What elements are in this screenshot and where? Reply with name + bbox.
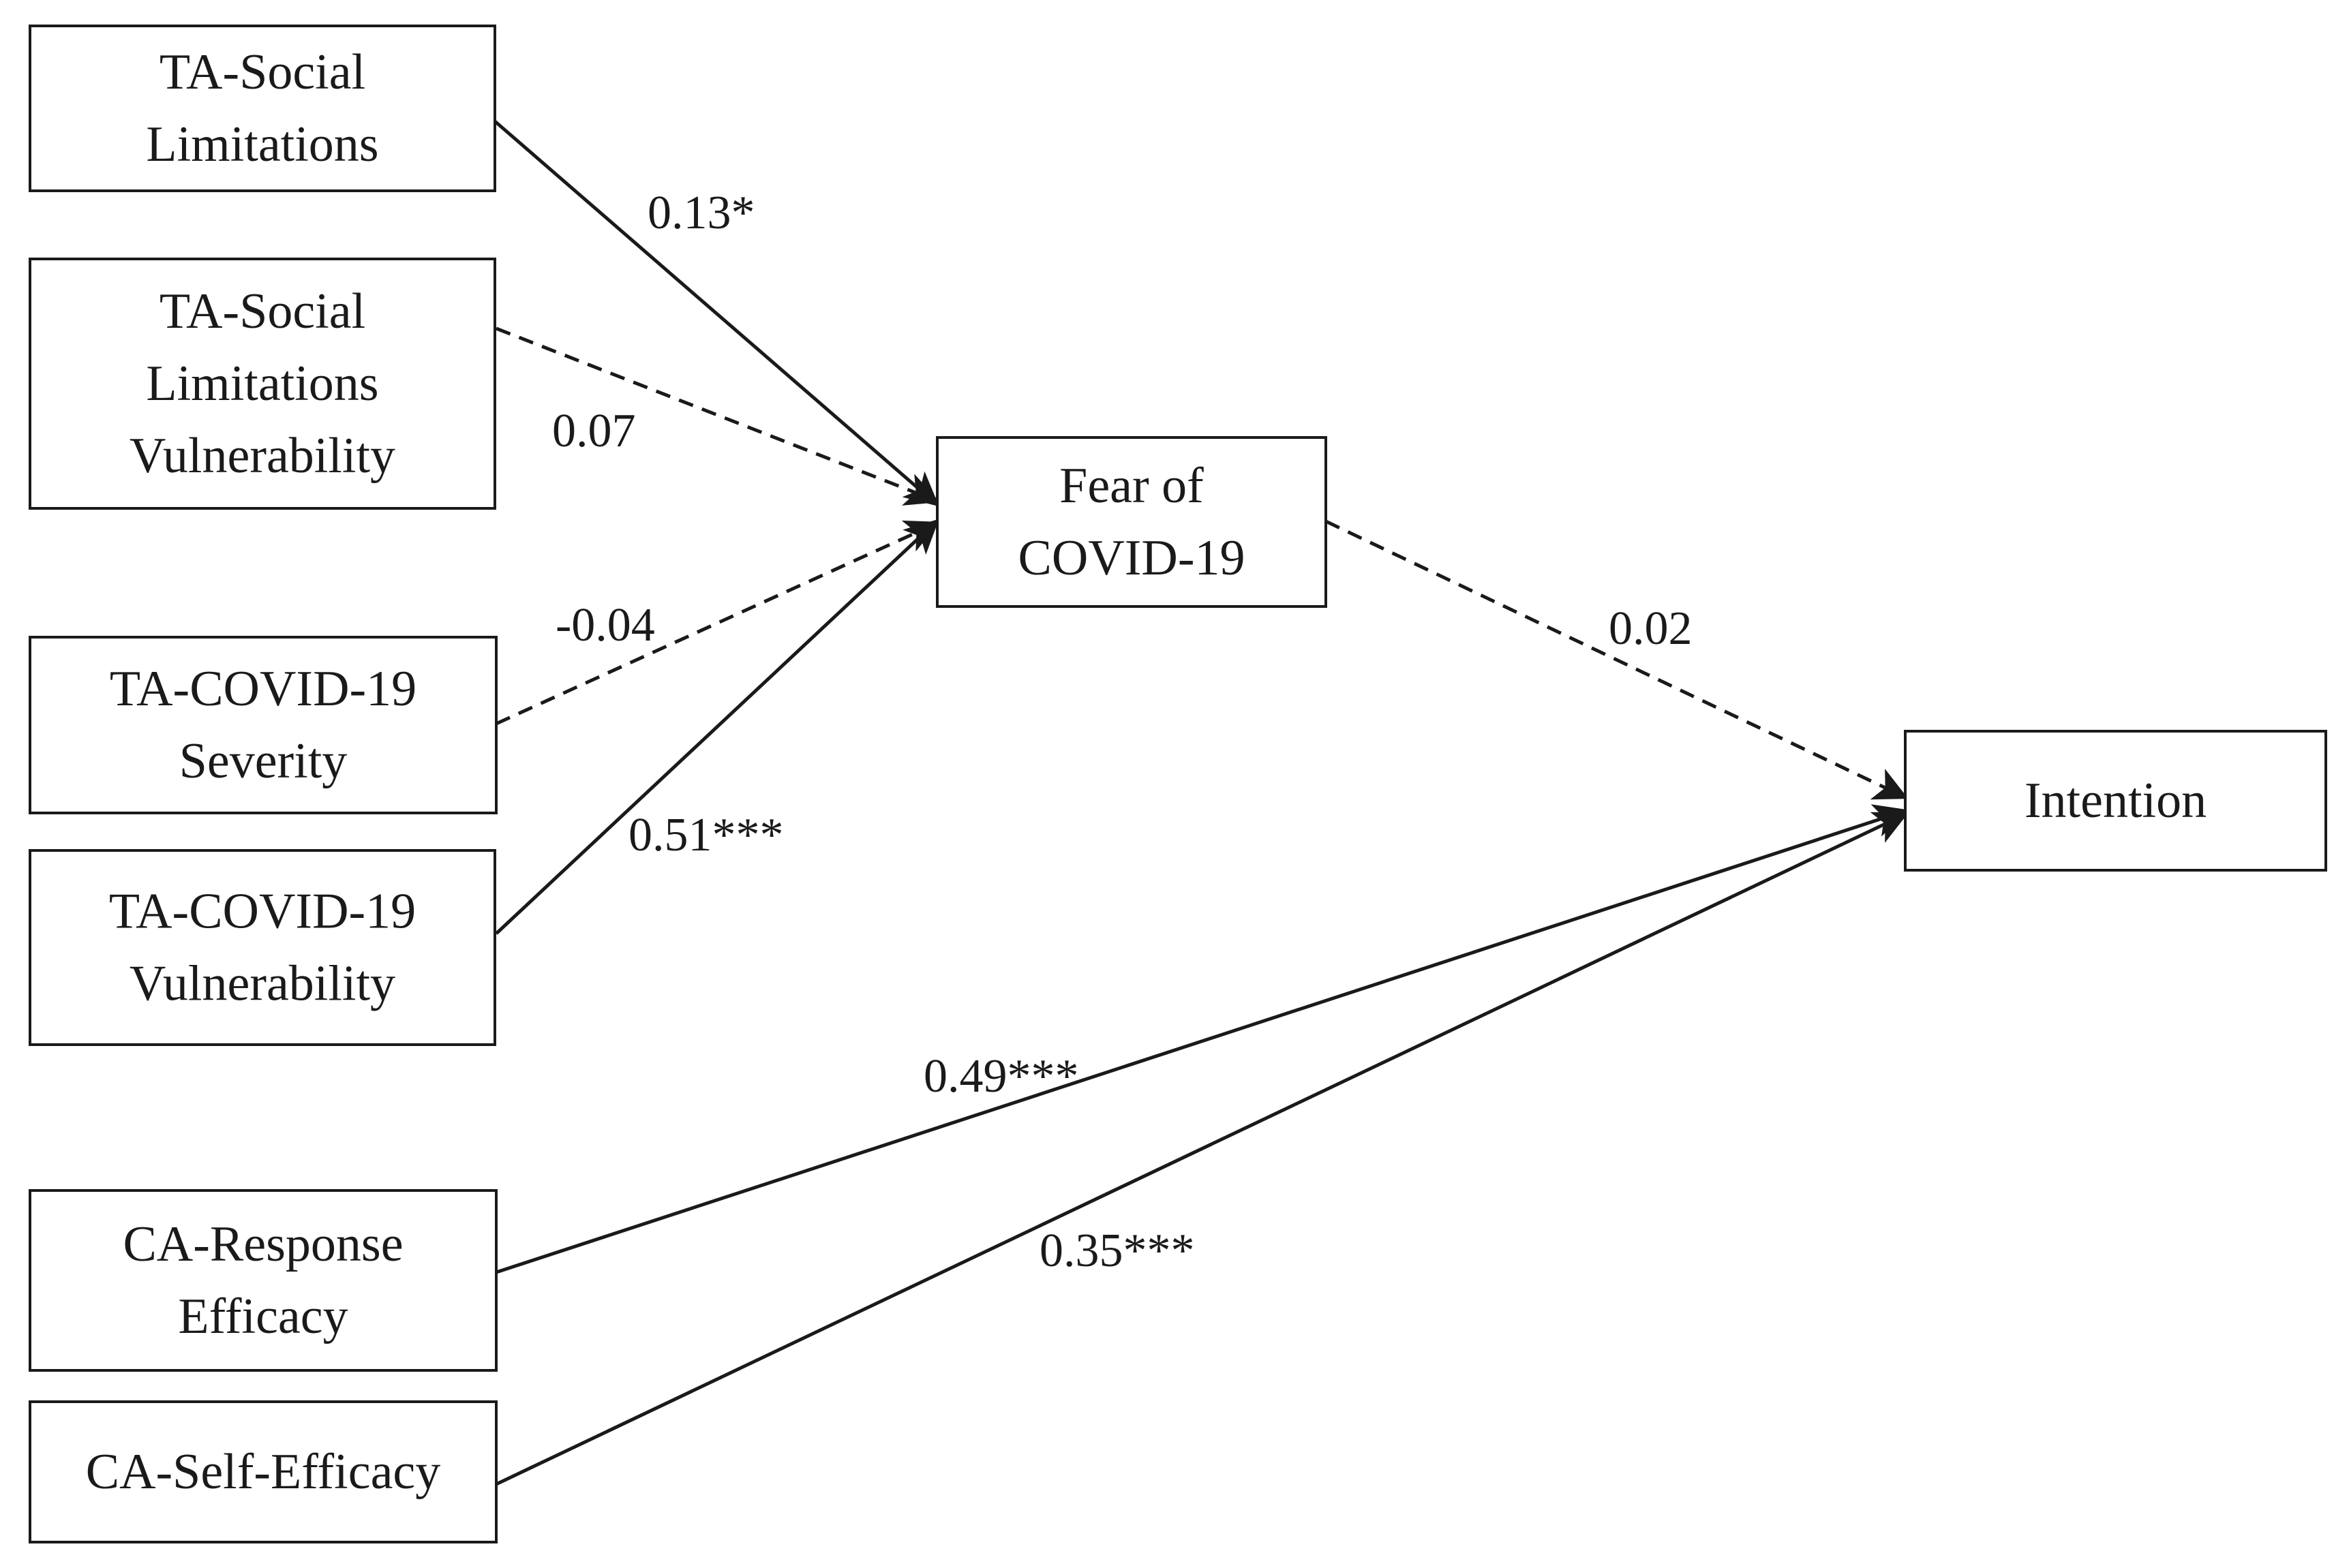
edge-ta-covid-vulnerability-to-fear-of-covid — [495, 519, 939, 935]
node-label-line: TA-Social — [160, 283, 365, 339]
node-box — [29, 258, 496, 510]
node-label-line: TA-Social — [160, 44, 365, 100]
edge-coefficient-label: 0.02 — [1609, 602, 1693, 655]
node-label-line: Limitations — [146, 356, 378, 412]
edge-coefficient-label: -0.04 — [556, 599, 655, 651]
edge-coefficient-label: 0.49*** — [924, 1050, 1079, 1103]
edge-ta-social-limitations-to-fear-of-covid — [494, 120, 939, 507]
node-label-line: CA-Self-Efficacy — [86, 1444, 441, 1500]
edges-layer — [494, 120, 1909, 1486]
node-box — [29, 25, 496, 192]
node-box — [29, 849, 496, 1046]
node-label-line: COVID-19 — [1018, 530, 1245, 586]
edge-ca-response-efficacy-to-intention — [496, 804, 1909, 1274]
node-box — [29, 636, 498, 814]
edge-ca-self-efficacy-to-intention — [495, 812, 1909, 1486]
node-label-line: Vulnerability — [130, 428, 395, 484]
edge-ta-social-limitations-vulnerability-to-fear-of-covid — [496, 326, 940, 506]
node-label-line: Vulnerability — [130, 956, 395, 1012]
node-box — [1904, 730, 2327, 872]
node-box — [936, 436, 1327, 608]
node-label-line: Intention — [2025, 773, 2207, 829]
node-ca-self-efficacy: CA-Self-Efficacy — [29, 1400, 498, 1543]
node-label-line: Efficacy — [178, 1289, 348, 1344]
node-intention: Intention — [1904, 730, 2327, 872]
edge-coefficient-label: 0.13* — [648, 187, 755, 239]
node-label-line: TA-COVID-19 — [109, 884, 416, 940]
node-label-line: Severity — [179, 733, 348, 789]
node-box — [29, 1189, 498, 1372]
node-box — [29, 1400, 498, 1543]
edge-coefficient-label: 0.51*** — [628, 809, 784, 861]
node-fear-of-covid: Fear of COVID-19 — [936, 436, 1327, 608]
node-label-line: Fear of — [1059, 458, 1204, 514]
node-label-line: CA-Response — [123, 1216, 403, 1272]
nodes-layer: TA-SocialLimitationsTA-SocialLimitations… — [29, 25, 2327, 1543]
edge-labels-layer: 0.13* 0.07 -0.04 0.51*** 0.02 0.49*** 0.35*** — [552, 187, 1693, 1277]
edge-coefficient-label: 0.35*** — [1040, 1225, 1195, 1277]
edge-coefficient-label: 0.07 — [552, 405, 636, 457]
node-label-line: TA-COVID-19 — [110, 661, 416, 717]
edge-fear-of-covid-to-intention — [1324, 519, 1909, 800]
edge-ta-covid-severity-to-fear-of-covid — [495, 520, 940, 726]
node-label-line: Limitations — [146, 117, 378, 172]
